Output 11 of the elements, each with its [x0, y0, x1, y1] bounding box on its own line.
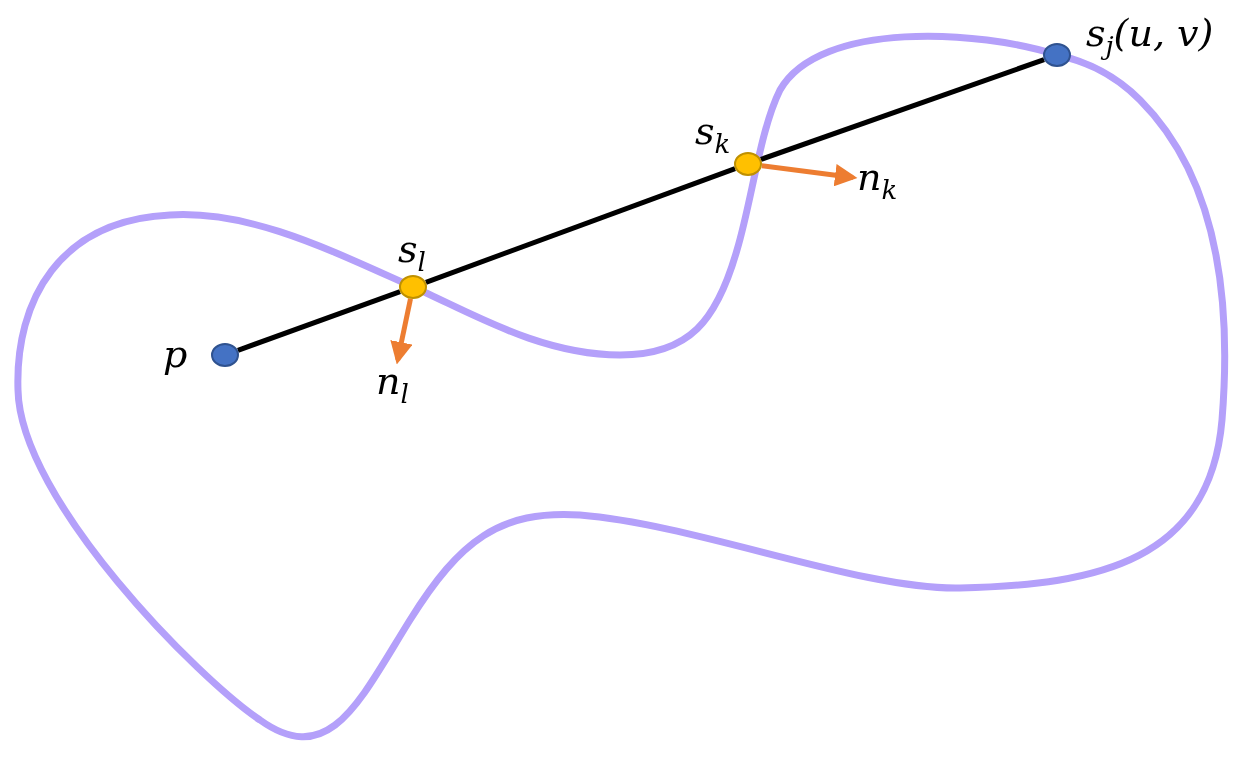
line-segment [237, 289, 401, 353]
normal-arrow [390, 298, 413, 365]
line-segment [425, 166, 736, 285]
math-label: n$_{l}$ [376, 362, 409, 407]
line-segment [760, 57, 1045, 162]
math-label: s$_{k}$ [695, 112, 731, 157]
normal-arrow [761, 163, 858, 187]
math-label: p [163, 335, 188, 373]
math-label: n$_{k}$ [857, 158, 898, 203]
math-label: s$_{j}$(u, v) [1086, 14, 1214, 59]
math-label: s$_{l}$ [398, 230, 426, 275]
